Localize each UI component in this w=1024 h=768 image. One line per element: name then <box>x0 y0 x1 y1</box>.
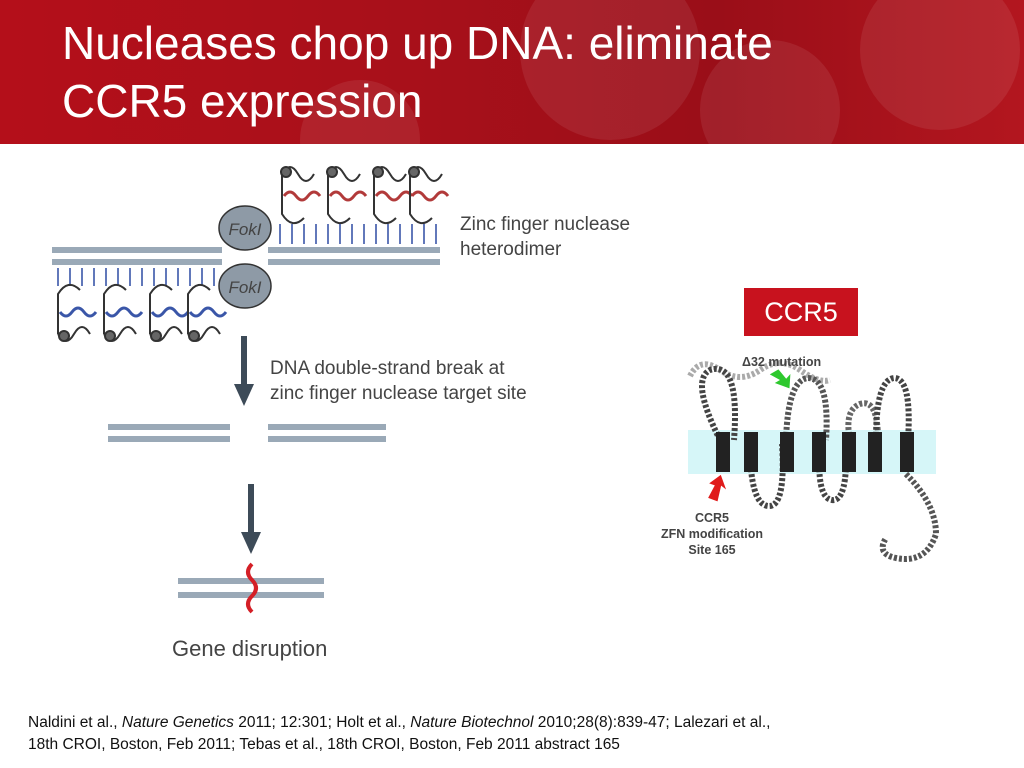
citation-line-2: 18th CROI, Boston, Feb 2011; Tebas et al… <box>28 736 620 753</box>
gene-disruption-label: Gene disruption <box>172 636 327 661</box>
broken-dna-left <box>108 424 230 442</box>
down-arrow-1 <box>234 336 254 406</box>
zfn-site-label-line-2: ZFN modification <box>661 527 763 541</box>
disrupted-dna <box>178 562 324 614</box>
citation-part-1: Naldini et al., <box>28 714 122 731</box>
zinc-finger-array-bottom <box>57 268 228 342</box>
down-arrow-2 <box>241 484 261 554</box>
slide-title-line-1: Nucleases chop up DNA: eliminate <box>62 17 773 69</box>
dsb-label-line-2: zinc finger nuclease target site <box>270 383 527 404</box>
slide-title-line-2: CCR5 expression <box>62 75 423 127</box>
zinc-finger-array-top <box>279 166 450 244</box>
dna-strand-pair-top-right <box>268 247 440 265</box>
citation: Naldini et al., Nature Genetics 2011; 12… <box>28 712 1008 756</box>
broken-dna-right <box>268 424 386 442</box>
foki-domain-top: FokI <box>218 205 272 251</box>
zfn-label-line-1: Zinc finger nuclease <box>460 214 630 235</box>
slide-title: Nucleases chop up DNA: eliminate CCR5 ex… <box>62 14 962 130</box>
citation-journal-2: Nature Biotechnol <box>410 714 534 731</box>
citation-part-3: 2010;28(8):839-47; Lalezari et al., <box>533 714 771 731</box>
dna-strand-pair-top-left <box>52 247 222 265</box>
zfn-diagram: FokI FokI Zinc finger nuclease heterodim… <box>52 166 940 661</box>
zfn-site-label-line-3: Site 165 <box>688 543 735 557</box>
foki-label-top: FokI <box>228 220 261 239</box>
title-bar: Nucleases chop up DNA: eliminate CCR5 ex… <box>0 0 1024 144</box>
ccr5-protein-diagram <box>687 360 940 562</box>
citation-journal-1: Nature Genetics <box>121 714 234 731</box>
citation-line-1: Naldini et al., Nature Genetics 2011; 12… <box>28 712 1008 734</box>
foki-label-bottom: FokI <box>228 278 261 297</box>
ccr5-badge: CCR5 <box>744 288 858 336</box>
zfn-label-line-2: heterodimer <box>460 239 562 260</box>
zfn-site-label-line-1: CCR5 <box>695 511 729 525</box>
foki-domain-bottom: FokI <box>218 263 272 309</box>
citation-part-2: 2011; 12:301; Holt et al., <box>233 714 411 731</box>
delta32-mutation-label: Δ32 mutation <box>742 355 821 369</box>
dsb-label-line-1: DNA double-strand break at <box>270 358 505 379</box>
